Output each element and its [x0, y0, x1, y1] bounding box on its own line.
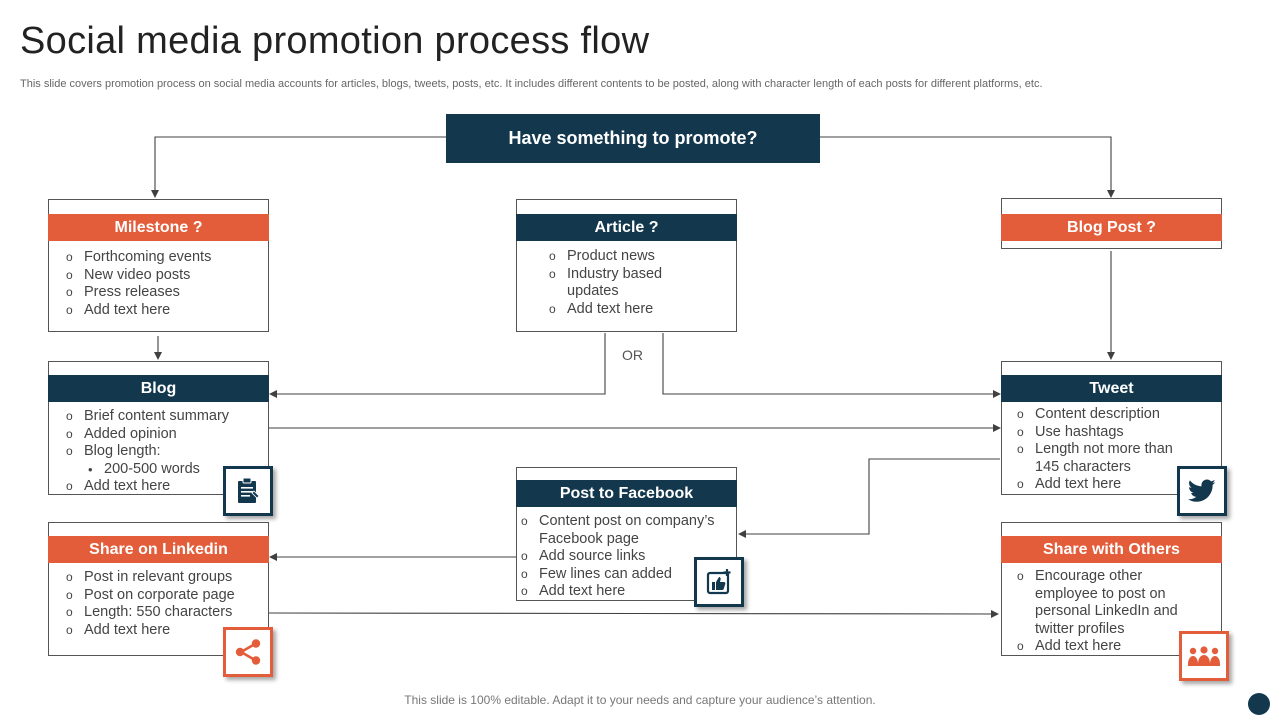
sub-list-item: 200-500 words — [66, 461, 229, 479]
list-item-continuation: twitter profiles — [1035, 620, 1125, 637]
or-label: OR — [622, 347, 643, 363]
have-something-to-promote-box: Have something to promote? — [446, 114, 820, 163]
milestone-box: Milestone ? Forthcoming events New video… — [48, 199, 269, 332]
list-item-continuation: updates — [567, 283, 619, 299]
list-item: Post in relevant groups — [66, 569, 235, 587]
team-icon — [1179, 631, 1229, 681]
list-item: Add text here — [521, 583, 714, 601]
list-item: Blog length: — [66, 443, 229, 461]
blog-post-box: Blog Post ? — [1001, 198, 1222, 249]
list-item: Add text here — [1017, 638, 1178, 656]
list-item: New video posts — [66, 267, 211, 285]
list-item: Added opinion — [66, 426, 229, 444]
arrow-top-to-milestone — [151, 136, 446, 198]
list-item: Industry based — [549, 266, 662, 284]
list-item: Press releases — [66, 284, 211, 302]
arrow-article-to-blog — [269, 333, 606, 398]
arrow-top-to-blogpost — [820, 136, 1115, 198]
list-item: Encourage other — [1017, 568, 1178, 586]
linkedin-list: Post in relevant groups Post on corporat… — [66, 569, 235, 639]
blog-title: Blog — [48, 375, 269, 402]
list-item: Add text here — [66, 478, 229, 496]
list-item-continuation: Facebook page — [539, 530, 639, 547]
list-item: Add text here — [549, 301, 662, 319]
corner-decoration-dot — [1248, 693, 1270, 715]
article-box: Article ? Product news Industry based up… — [516, 199, 737, 332]
list-item: Content post on company’s — [521, 513, 714, 531]
milestone-title: Milestone ? — [48, 214, 269, 241]
slide-footer: This slide is 100% editable. Adapt it to… — [404, 693, 876, 707]
tweet-list: Content description Use hashtags Length … — [1017, 406, 1173, 494]
list-item: Length not more than — [1017, 441, 1173, 459]
share-others-title: Share with Others — [1001, 536, 1222, 563]
list-item: Content description — [1017, 406, 1173, 424]
tweet-title: Tweet — [1001, 375, 1222, 402]
clipboard-icon — [223, 466, 273, 516]
list-item: Add text here — [66, 622, 235, 640]
list-item: Length: 550 characters — [66, 604, 235, 622]
facebook-title: Post to Facebook — [516, 480, 737, 507]
article-title: Article ? — [516, 214, 737, 241]
article-list: Product news Industry based updates Add … — [549, 248, 662, 318]
list-item: Add text here — [1017, 476, 1173, 494]
list-item: Use hashtags — [1017, 424, 1173, 442]
list-item-continuation: 145 characters — [1035, 458, 1131, 475]
list-item: Product news — [549, 248, 662, 266]
list-item-continuation: employee to post on — [1035, 585, 1166, 602]
slide-title: Social media promotion process flow — [20, 20, 650, 62]
arrow-linkedin-to-share — [268, 609, 999, 618]
slide-subtitle: This slide covers promotion process on s… — [20, 78, 1043, 90]
list-item: Few lines can added — [521, 566, 714, 584]
list-item: Forthcoming events — [66, 249, 211, 267]
list-item: Add source links — [521, 548, 714, 566]
like-icon — [694, 557, 744, 607]
facebook-box: Post to Facebook Content post on company… — [516, 467, 737, 601]
list-item-continuation: personal LinkedIn and — [1035, 603, 1178, 619]
twitter-icon — [1177, 466, 1227, 516]
list-item: Post on corporate page — [66, 587, 235, 605]
linkedin-title: Share on Linkedin — [48, 536, 269, 563]
share-others-list: Encourage other employee to post on pers… — [1017, 568, 1178, 656]
share-icon — [223, 627, 273, 677]
arrow-article-to-tweet — [662, 333, 1001, 398]
list-item: Brief content summary — [66, 408, 229, 426]
milestone-list: Forthcoming events New video posts Press… — [66, 249, 211, 319]
arrow-tweet-to-facebook — [738, 458, 1000, 538]
blog-list: Brief content summary Added opinion Blog… — [66, 408, 229, 496]
list-item: Add text here — [66, 302, 211, 320]
facebook-list: Content post on company’s Facebook page … — [521, 513, 714, 601]
blog-post-title: Blog Post ? — [1001, 214, 1222, 241]
